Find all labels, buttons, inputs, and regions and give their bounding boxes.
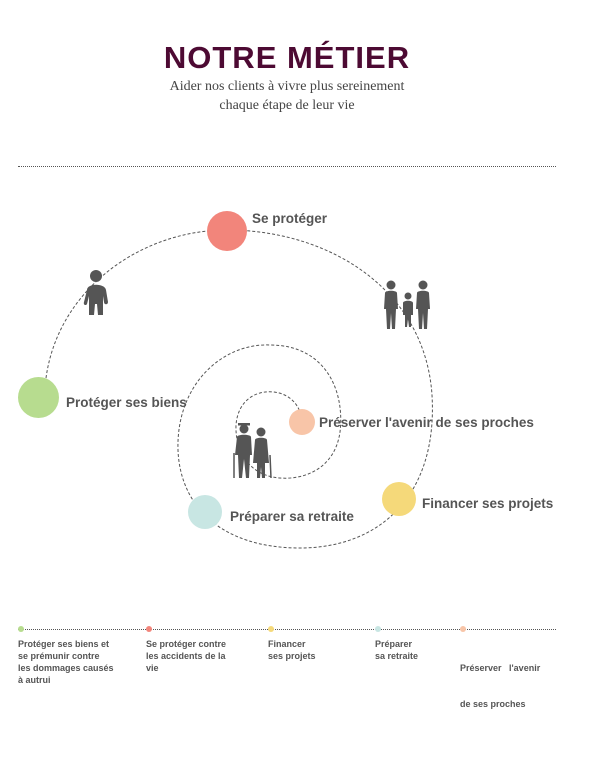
preparer-retraite-label: Préparer sa retraite: [230, 509, 354, 524]
legend-text: Préserver l'avenir de ses proches: [460, 638, 556, 734]
family-silhouette-icon: [384, 280, 430, 329]
subtitle-line-1: Aider nos clients à vivre plus sereineme…: [169, 79, 405, 94]
legend-text: Se protéger contre les accidents de la v…: [146, 638, 246, 674]
legend-line: se prémunir contre: [18, 651, 100, 661]
legend-line: de ses proches: [460, 699, 526, 709]
legend-dot: [375, 626, 381, 632]
legend-line: Préparer: [375, 639, 413, 649]
financer-projets-dot: [382, 482, 416, 516]
child-silhouette-icon: [83, 270, 108, 315]
financer-projets-label: Financer ses projets: [422, 496, 554, 511]
legend-line: à autrui: [18, 675, 51, 685]
proteger-biens-label: Protéger ses biens: [66, 395, 187, 410]
preparer-retraite-dot: [188, 495, 222, 529]
legend-dot: [268, 626, 274, 632]
legend-dot: [18, 626, 24, 632]
se-proteger-dot: [207, 211, 247, 251]
preserver-avenir-dot: [289, 409, 315, 435]
legend-line: ses projets: [268, 651, 316, 661]
legend-line: Préserver l'avenir: [460, 663, 541, 673]
bottom-divider: [18, 629, 556, 630]
preserver-avenir-label: Préserver l'avenir de ses proches: [319, 415, 534, 430]
proteger-biens-dot: [18, 377, 59, 418]
se-proteger-label: Se protéger: [252, 211, 328, 226]
page-subtitle: Aider nos clients à vivre plus sereineme…: [0, 77, 574, 115]
legend-text: Financer ses projets: [268, 638, 358, 662]
top-divider: [18, 166, 556, 167]
spiral-path: [45, 229, 433, 549]
legend-dot: [460, 626, 466, 632]
legend-line: vie: [146, 663, 159, 673]
legend-line: Protéger ses biens et: [18, 639, 110, 649]
legend-line: sa retraite: [375, 651, 419, 661]
page-title: NOTRE MÉTIER: [163, 40, 411, 75]
legend-text: Préparer sa retraite: [375, 638, 455, 662]
legend-dot: [146, 626, 152, 632]
elderly-couple-icon: [233, 423, 272, 479]
legend-line: Se protéger contre: [146, 639, 227, 649]
legend-text: Protéger ses biens et se prémunir contre…: [18, 638, 118, 686]
legend-line: Financer: [268, 639, 306, 649]
legend-line: les dommages causés: [18, 663, 114, 673]
subtitle-line-2: chaque étape de leur vie: [219, 98, 355, 113]
legend-line: les accidents de la: [146, 651, 226, 661]
